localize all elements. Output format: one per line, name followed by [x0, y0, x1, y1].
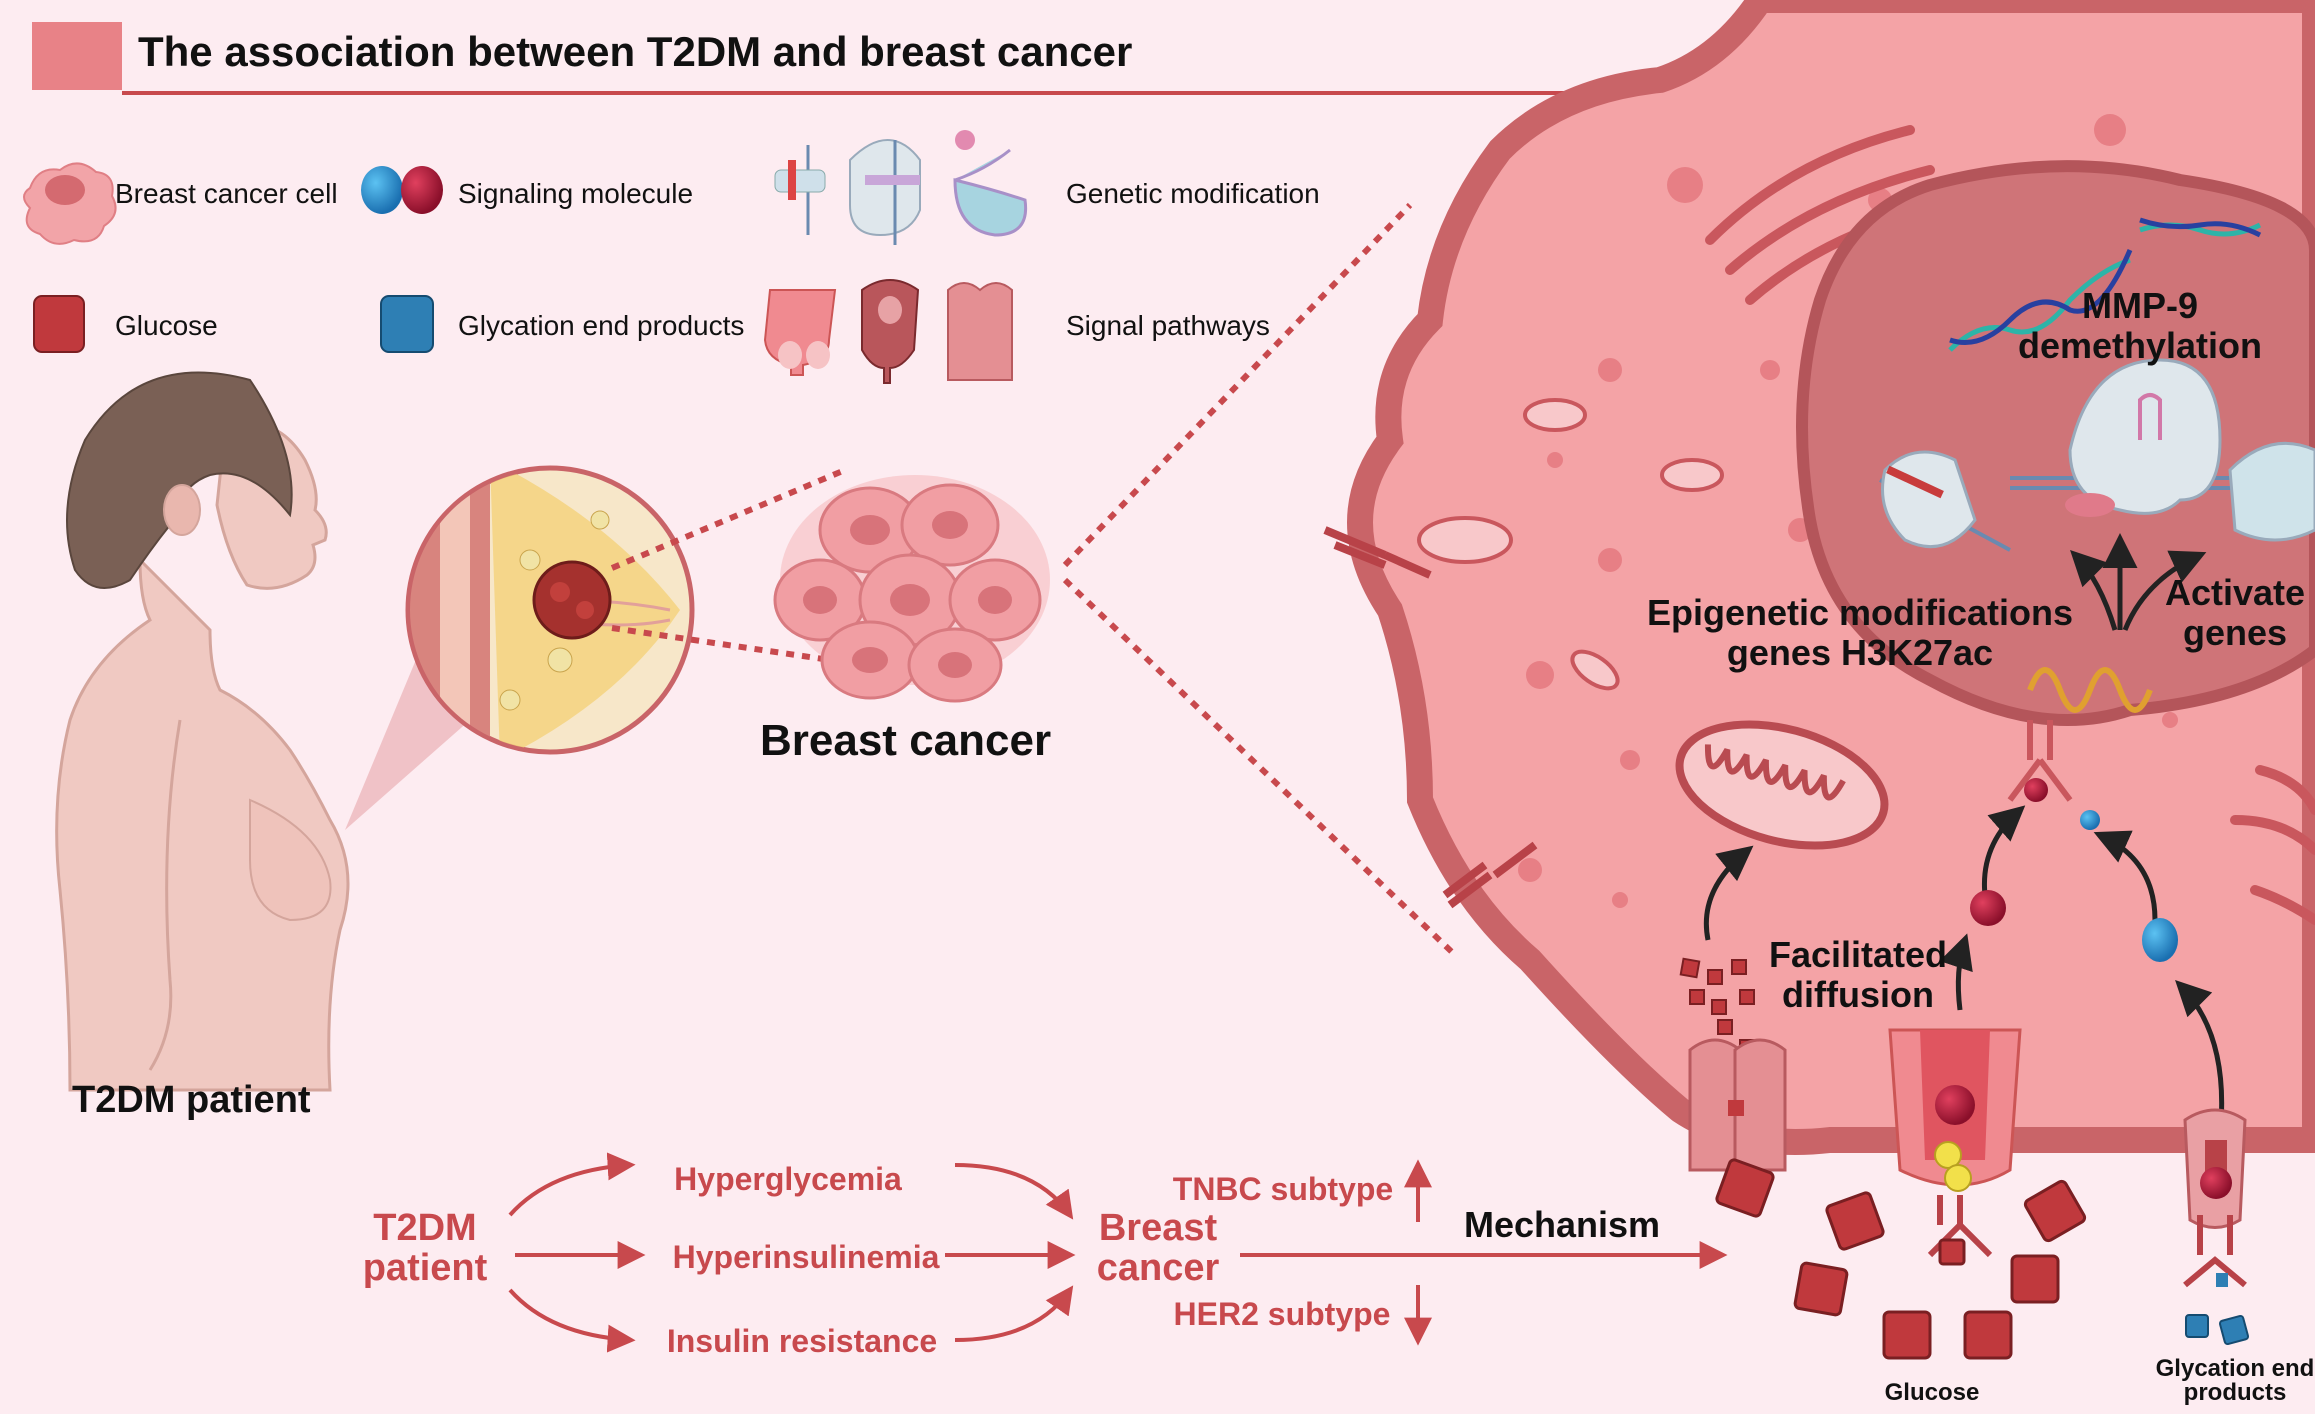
legend-label-signaling-molecule: Signaling molecule	[458, 178, 693, 209]
signal-molecule-blue-inner	[2080, 810, 2100, 830]
breast-closeup	[405, 465, 695, 755]
header-accent-block	[32, 22, 122, 90]
insulin-receptor-transporter	[1888, 1028, 2022, 1258]
tumor-mass	[532, 560, 612, 640]
glycation-end-product-icon	[380, 295, 434, 353]
legend-label-glycation-end-products: Glycation end products	[458, 310, 744, 341]
signal-molecule-bound	[2024, 778, 2048, 802]
tumor-cell-cluster	[773, 475, 1050, 703]
legend-label-breast-cancer-cell: Breast cancer cell	[115, 178, 338, 209]
membrane-receptors	[1323, 526, 1538, 909]
vesicles	[1518, 114, 2212, 908]
age-receptor	[2183, 1108, 2247, 1288]
epigenetic-label-line1: Epigenetic modifications	[1647, 592, 2073, 633]
patient-label: T2DM patient	[72, 1079, 311, 1121]
epigenetic-label-line2: genes H3K27ac	[1727, 632, 1993, 673]
signal-molecule-red	[1970, 890, 2006, 926]
legend-label-glucose: Glucose	[115, 310, 218, 341]
mitochondrion-large	[1675, 720, 1889, 850]
flow-source-line2: patient	[363, 1247, 488, 1289]
page-title: The association between T2DM and breast …	[138, 28, 1132, 75]
transcription-complexes	[1879, 358, 2315, 552]
flow-source-line1: T2DM	[373, 1207, 476, 1249]
glycation-label-line1: Glycation end	[2156, 1355, 2315, 1382]
flow-mechanism-label: Mechanism	[1464, 1204, 1660, 1245]
flow-hyperinsulinemia: Hyperinsulinemia	[673, 1239, 940, 1275]
glycation-label-line2: products	[2184, 1379, 2287, 1406]
facilitated-diffusion-label-line2: diffusion	[1782, 974, 1934, 1015]
flow-hyperglycemia: Hyperglycemia	[674, 1161, 902, 1197]
glucose-label: Glucose	[1885, 1379, 1980, 1406]
flow-tnbc-subtype: TNBC subtype	[1173, 1171, 1393, 1207]
legend-label-genetic-modification: Genetic modification	[1066, 178, 1320, 209]
nuclear-receptor	[2007, 720, 2073, 802]
glucose-transporter-left	[1688, 1038, 1787, 1172]
header: The association between T2DM and breast …	[32, 22, 1603, 95]
activate-genes-label-line1: Activate	[2165, 572, 2305, 613]
glucose-particles-external	[1715, 1158, 2087, 1360]
signaling-molecule-icon	[361, 166, 443, 214]
legend-label-signal-pathways: Signal pathways	[1066, 310, 1270, 341]
mmp9-label-line1: MMP-9	[2082, 285, 2198, 326]
pathway-flow: T2DM patient Hyperglycemia Hyperinsuline…	[363, 1152, 1728, 1359]
mmp9-label-line2: demethylation	[2018, 325, 2262, 366]
flow-target-line1: Breast	[1099, 1207, 1218, 1249]
glucose-icon	[33, 295, 85, 353]
signal-pathway-icon	[763, 279, 1013, 384]
signal-molecule-blue	[2142, 918, 2178, 962]
nuclear-arrows	[2070, 533, 2207, 631]
flow-her2-subtype: HER2 subtype	[1174, 1296, 1391, 1332]
receptor-tail	[2027, 667, 2153, 713]
flow-target-line2: cancer	[1097, 1247, 1220, 1289]
genetic-modification-icon	[774, 130, 1028, 245]
legend: Breast cancer cell Signaling molecule Ge…	[23, 130, 1320, 384]
activate-genes-label-line2: genes	[2183, 612, 2287, 653]
dna-strands	[1948, 217, 2262, 352]
breast-cancer-cell-icon	[23, 162, 117, 245]
mitochondria	[1417, 398, 1889, 850]
glycation-particles-external	[2185, 1314, 2250, 1346]
facilitated-diffusion-label-line1: Facilitated	[1769, 934, 1947, 975]
flow-insulin-resistance: Insulin resistance	[667, 1323, 937, 1359]
cancer-cell-enlarged	[1323, 0, 2315, 1288]
patient-figure	[55, 371, 847, 1092]
breast-cancer-label: Breast cancer	[760, 716, 1051, 765]
